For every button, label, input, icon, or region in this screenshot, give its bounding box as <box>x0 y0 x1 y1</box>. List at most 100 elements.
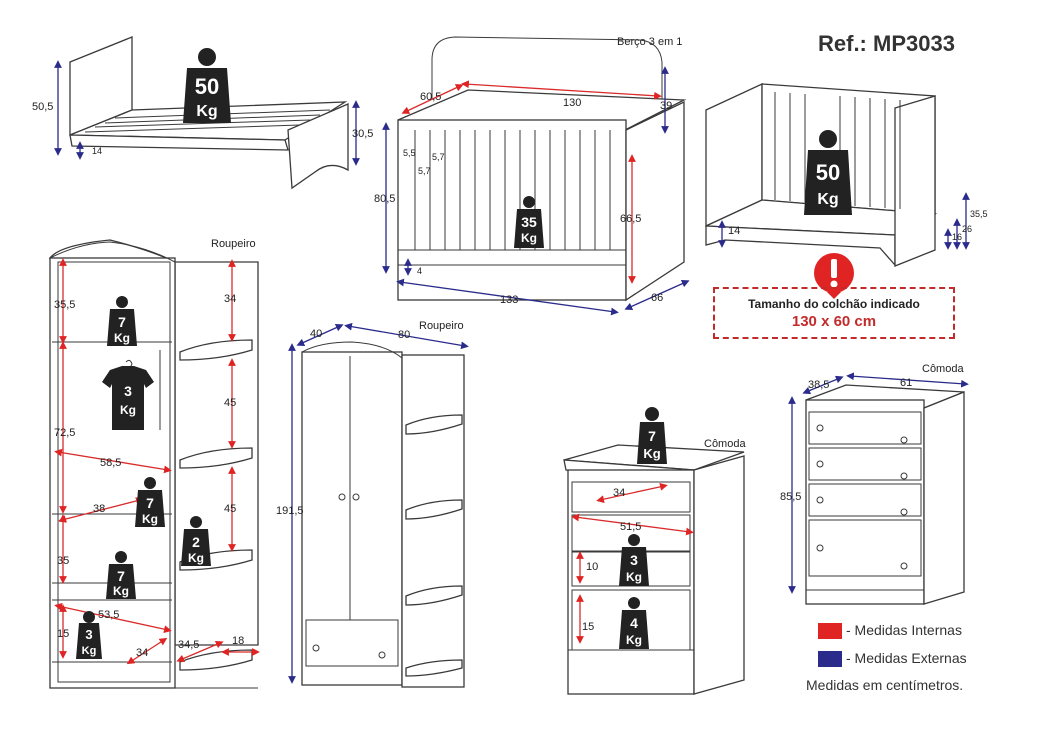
svg-text:Kg: Kg <box>114 331 130 345</box>
crib-top-dim: 39 <box>660 100 672 112</box>
w-side-b-dim: 45 <box>224 503 236 515</box>
w-inner-width-dim: 58,5 <box>100 457 121 469</box>
w-mid-dim: 72,5 <box>54 427 75 439</box>
legend-external: - Medidas Externas <box>818 648 967 668</box>
weight-icon: 7 Kg <box>135 477 165 527</box>
dresser-closed: Cômoda 85,5 38,5 61 <box>780 363 969 605</box>
svg-text:3: 3 <box>630 552 638 568</box>
svg-text:Kg: Kg <box>643 446 660 461</box>
shirt-hanger-icon: 3 Kg <box>102 359 154 430</box>
svg-text:Kg: Kg <box>82 645 97 657</box>
dc-width-dim: 61 <box>900 377 912 389</box>
weight-icon: 50 Kg <box>183 48 231 123</box>
crib-depth-dim: 60,5 <box>420 91 441 103</box>
weight-icon: 3 Kg <box>76 611 102 659</box>
svg-text:Kg: Kg <box>188 551 204 565</box>
low-a-dim: 35,5 <box>970 209 988 219</box>
weight-icon: 35 Kg <box>514 196 544 248</box>
low-base-dim: 14 <box>728 225 740 237</box>
crib-slat-a-dim: 5,5 <box>403 148 416 158</box>
svg-text:3: 3 <box>85 627 92 642</box>
dc-height-dim: 85,5 <box>780 491 801 503</box>
warning-icon <box>814 253 854 299</box>
wardrobe-closed-title: Roupeiro <box>419 320 464 332</box>
wc-height-dim: 191,5 <box>276 505 304 517</box>
mattress-notice: Tamanho do colchão indicado 130 x 60 cm <box>713 287 955 339</box>
weight-icon: 4 Kg <box>619 597 649 649</box>
svg-text:Kg: Kg <box>521 231 537 245</box>
crib-base-dim: 4 <box>417 266 422 276</box>
crib-slat-c-dim: 5,7 <box>418 166 431 176</box>
crib-length-dim: 133 <box>500 294 518 306</box>
legend-internal: - Medidas Internas <box>818 620 962 640</box>
crib-slat-b-dim: 5,7 <box>432 152 445 162</box>
wc-depth-dim: 40 <box>310 328 322 340</box>
units-note: Medidas em centímetros. <box>806 677 964 693</box>
do-depth-dim: 34 <box>613 487 625 499</box>
weight-icon: 50 Kg <box>804 130 852 215</box>
svg-text:7: 7 <box>648 428 656 444</box>
do-h2-dim: 15 <box>582 621 594 633</box>
bed-foot-dim: 30,5 <box>352 128 373 140</box>
w-drawer-width-dim: 53,5 <box>98 609 119 621</box>
low-b-dim: 26 <box>962 224 972 234</box>
svg-text:3: 3 <box>124 383 132 399</box>
dresser-open-title: Cômoda <box>704 438 746 450</box>
crib: Berço 3 em 1 130 60,5 39 80,5 66,5 5,5 5… <box>374 36 690 316</box>
svg-text:7: 7 <box>118 314 126 330</box>
w-side-a-dim: 45 <box>224 397 236 409</box>
weight-icon: 3 Kg <box>619 534 649 586</box>
bed-height-dim: 50,5 <box>32 101 53 113</box>
dresser-closed-title: Cômoda <box>922 363 964 375</box>
crib-low-position: 14 35,5 26 16 50 Kg <box>705 82 988 267</box>
w-top-dim: 35,5 <box>54 299 75 311</box>
svg-text:Kg: Kg <box>196 103 217 120</box>
dc-depth-dim: 38,5 <box>808 379 829 391</box>
crib-inner-height-dim: 66,5 <box>620 213 641 225</box>
svg-text:35: 35 <box>521 214 537 230</box>
weight-icon: 7 Kg <box>637 407 667 464</box>
w-side-depth-dim: 34,5 <box>178 639 199 651</box>
svg-text:2: 2 <box>192 534 200 550</box>
wardrobe-open-title: Roupeiro <box>211 238 256 250</box>
svg-text:7: 7 <box>117 568 125 584</box>
weight-icon: 2 Kg <box>181 516 211 566</box>
wardrobe-closed: Roupeiro 191,5 40 80 <box>276 320 469 688</box>
svg-text:Kg: Kg <box>626 570 642 584</box>
weight-icon: 7 Kg <box>107 296 137 346</box>
wc-width-dim: 80 <box>398 329 410 341</box>
svg-text:50: 50 <box>195 74 219 99</box>
reference-code: Ref.: MP3033 <box>818 31 955 56</box>
w-drawer-height-dim: 15 <box>57 628 69 640</box>
legend-internal-swatch <box>818 623 842 640</box>
legend-internal-label: - Medidas Internas <box>846 622 962 638</box>
svg-text:Kg: Kg <box>120 403 136 417</box>
svg-text:Kg: Kg <box>817 191 838 208</box>
crib-height-dim: 80,5 <box>374 193 395 205</box>
junior-bed: 50,5 30,5 14 50 Kg <box>32 36 373 190</box>
svg-text:Kg: Kg <box>626 633 642 647</box>
do-width-dim: 51,5 <box>620 521 641 533</box>
dresser-open: Cômoda 34 51,5 10 15 7 Kg 3 Kg <box>563 407 746 695</box>
svg-text:Kg: Kg <box>142 512 158 526</box>
legend-external-label: - Medidas Externas <box>846 650 967 666</box>
w-side-top-dim: 34 <box>224 293 236 305</box>
weight-icon: 7 Kg <box>106 551 136 599</box>
svg-text:50: 50 <box>816 160 840 185</box>
w-inner-depth-dim: 38 <box>93 503 105 515</box>
svg-text:4: 4 <box>630 615 638 631</box>
wardrobe-open: Roupeiro <box>48 238 260 689</box>
crib-width-dim: 130 <box>563 97 581 109</box>
w-drawer-depth-dim: 34 <box>136 647 148 659</box>
do-h1-dim: 10 <box>586 561 598 573</box>
mattress-notice-size: 130 x 60 cm <box>791 313 877 330</box>
w-low-dim: 35 <box>57 555 69 567</box>
svg-text:Kg: Kg <box>113 584 129 598</box>
legend-external-swatch <box>818 651 842 668</box>
mattress-notice-title: Tamanho do colchão indicado <box>748 297 920 311</box>
svg-text:7: 7 <box>146 495 154 511</box>
low-c-dim: 16 <box>952 232 962 242</box>
crib-depth-outer-dim: 66 <box>651 292 663 304</box>
bed-base-dim: 14 <box>92 146 102 156</box>
